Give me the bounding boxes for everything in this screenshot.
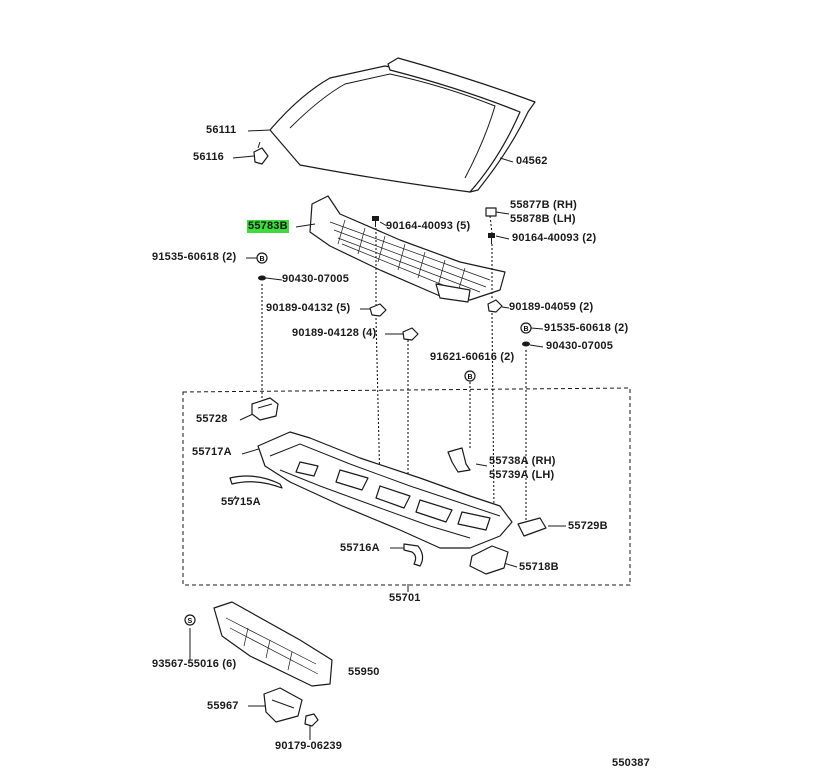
nut-90189-04132[interactable] — [369, 303, 387, 317]
label-55783b[interactable]: 55783B — [247, 220, 289, 233]
assembly-box-55701 — [182, 387, 631, 586]
bracket-55967[interactable] — [263, 687, 303, 723]
bracket-55738a[interactable] — [447, 447, 471, 473]
bolt-90164-right[interactable] — [488, 233, 495, 244]
label-55715a: 55715A — [221, 496, 261, 508]
label-04562: 04562 — [516, 155, 548, 167]
label-55701: 55701 — [389, 592, 421, 604]
label-55729b: 55729B — [568, 520, 608, 532]
diagram-id: 550387 — [612, 757, 650, 769]
svg-text:S: S — [188, 618, 193, 625]
label-90189-04059: 90189-04059 (2) — [509, 301, 594, 313]
label-90430-right: 90430-07005 — [546, 340, 614, 352]
bolt-90164-center[interactable] — [372, 216, 379, 227]
label-90164-center: 90164-40093 (5) — [386, 220, 471, 232]
label-55878b: 55878B (LH) — [510, 213, 576, 225]
nut-90179[interactable] — [304, 713, 319, 727]
label-55716a: 55716A — [340, 542, 380, 554]
grommet-55877b[interactable] — [485, 207, 497, 217]
clip-56116[interactable] — [253, 141, 269, 165]
label-55950: 55950 — [348, 666, 380, 678]
cowl-seal-55950[interactable] — [213, 601, 333, 687]
leader-lines — [189, 129, 566, 740]
label-93567: 93567-55016 (6) — [152, 658, 237, 670]
label-55718b: 55718B — [519, 561, 559, 573]
label-55877b: 55877B (RH) — [510, 199, 578, 211]
screw-91621[interactable]: B — [464, 370, 476, 382]
bracket-55729b[interactable] — [517, 517, 547, 537]
label-56111: 56111 — [206, 124, 237, 136]
label-55728: 55728 — [196, 413, 228, 425]
cowl-top-panel[interactable] — [257, 431, 513, 549]
screw-91535-left[interactable]: B — [256, 252, 268, 264]
bracket-55718b[interactable] — [469, 545, 509, 575]
hose-55716a[interactable] — [403, 543, 424, 567]
label-55739a: 55739A (LH) — [489, 469, 555, 481]
label-55738a: 55738A (RH) — [489, 455, 556, 467]
washer-90430-right[interactable] — [522, 341, 530, 347]
label-90189-04128: 90189-04128 (4) — [292, 327, 377, 339]
svg-text:B: B — [468, 374, 473, 381]
svg-text:B: B — [524, 326, 529, 333]
label-90164-right: 90164-40093 (2) — [512, 232, 597, 244]
windshield-moulding[interactable] — [387, 57, 536, 193]
svg-text:B: B — [260, 256, 265, 263]
label-91621: 91621-60616 (2) — [430, 351, 515, 363]
seal-55715a[interactable] — [229, 475, 283, 489]
label-56116: 56116 — [193, 151, 224, 163]
label-55717a: 55717A — [192, 446, 232, 458]
nut-90189-04059[interactable] — [487, 299, 503, 313]
label-90189-04132: 90189-04132 (5) — [266, 302, 351, 314]
label-91535-right: 91535-60618 (2) — [544, 322, 629, 334]
cowl-louver[interactable] — [309, 195, 506, 303]
screw-91535-right[interactable]: B — [520, 322, 532, 334]
nut-90189-04128[interactable] — [402, 327, 419, 341]
label-90179: 90179-06239 — [275, 740, 343, 752]
bracket-55728[interactable] — [251, 397, 279, 421]
guide-lines — [261, 215, 527, 525]
label-91535-left: 91535-60618 (2) — [152, 251, 237, 263]
label-90430-left: 90430-07005 — [282, 273, 350, 285]
label-55967: 55967 — [207, 700, 239, 712]
clip-93567[interactable]: S — [184, 614, 196, 626]
washer-90430-left[interactable] — [258, 275, 266, 281]
